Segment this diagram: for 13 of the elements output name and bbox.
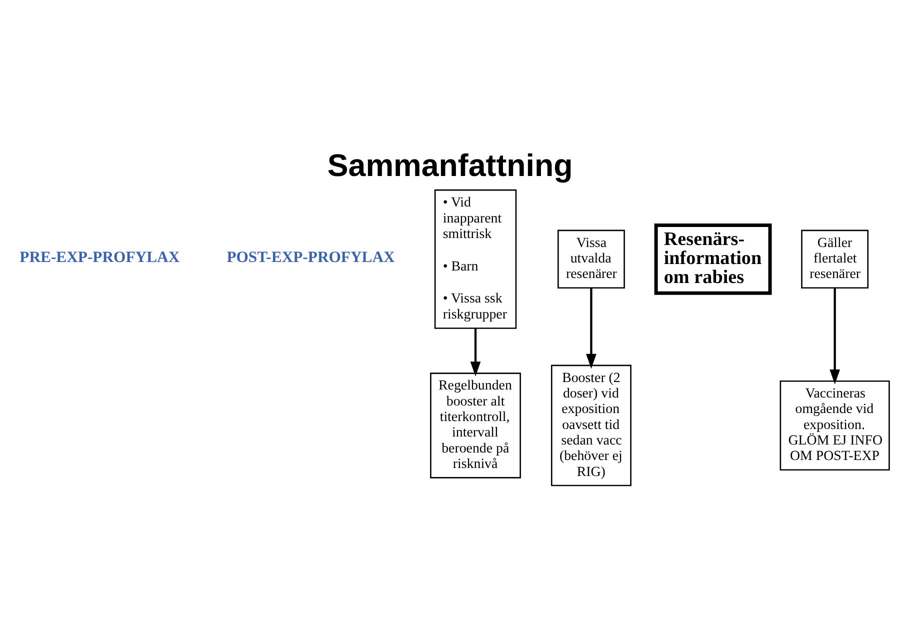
label: POST-EXP-PROFYLAX <box>226 249 395 266</box>
label: PRE-EXP-PROFYLAX <box>20 249 180 266</box>
arrow <box>830 288 840 384</box>
node-box: Vissa utvalda resenärer <box>558 230 625 288</box>
node-box: • Vid inapparent smittrisk • Barn • Vissa ssk riskgrupper <box>434 189 517 329</box>
arrow <box>470 328 481 376</box>
node-box: Booster (2 doser) vid exposition oavsett tid sedan vacc (behöver ej RIG) <box>550 364 632 486</box>
node-box: Gäller flertalet resenärer <box>801 230 869 288</box>
arrow <box>586 288 596 369</box>
node-box: Vaccineras omgående vid exposition. GLÖM EJ INFO OM POST-EXP <box>780 380 890 471</box>
node-box: Resenärs- information om rabies <box>654 223 772 295</box>
diagram-title: Sammanfattning <box>327 148 573 184</box>
node-box: Regelbunden booster alt titerkontroll, intervall beroende på risknivå <box>430 372 521 478</box>
